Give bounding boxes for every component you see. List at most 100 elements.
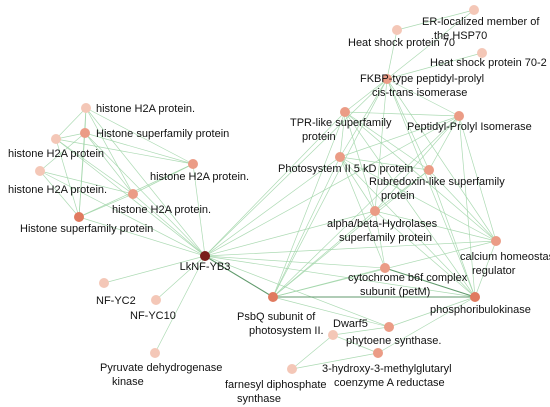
edge-h2a1-h2a3 bbox=[85, 107, 194, 165]
node-label-h2a2: histone H2A protein bbox=[8, 148, 104, 160]
node-hsf2 bbox=[74, 212, 84, 222]
node-label-line: cis-trans isomerase bbox=[372, 87, 467, 99]
node-label-line: histone H2A protein bbox=[8, 148, 104, 160]
edge-rub-prk bbox=[428, 169, 476, 298]
node-label-line: Histone superfamily protein bbox=[96, 128, 229, 140]
edge-hub-ppi bbox=[204, 115, 460, 257]
network-labels: LkNF-YB3 histone H2A protein. Histone supe… bbox=[8, 16, 550, 405]
node-label-h2a3: histone H2A protein. bbox=[150, 171, 249, 183]
node-chr bbox=[491, 236, 501, 246]
node-nfyc10 bbox=[151, 295, 161, 305]
node-label-hsf2: Histone superfamily protein bbox=[20, 223, 153, 235]
edge-abh-chr bbox=[374, 210, 497, 242]
edge-tpr-psbq bbox=[272, 111, 346, 298]
node-label-line: NF-YC10 bbox=[130, 310, 176, 322]
node-label-line: Heat shock protein 70 bbox=[348, 37, 455, 49]
node-label-hsf1: Histone superfamily protein bbox=[96, 128, 229, 140]
node-label-line: 3-hydroxy-3-methylglutaryl bbox=[322, 363, 452, 375]
edge-h2a2-h2a5 bbox=[55, 138, 134, 195]
node-label-fkbp: FKBP-type peptidyl-prolyl cis-trans isome… bbox=[360, 73, 484, 99]
edge-hub-cyt bbox=[204, 255, 386, 269]
node-label-line: ER-localized member of bbox=[422, 16, 540, 28]
edge-hub-psbq bbox=[204, 255, 274, 298]
node-label-line: FKBP-type peptidyl-prolyl bbox=[360, 73, 484, 85]
node-label-line: phosphoribulokinase bbox=[430, 304, 531, 316]
node-h2a1 bbox=[81, 103, 91, 113]
edge-hub-phy bbox=[204, 255, 390, 328]
edge-dwf-hmg bbox=[332, 334, 379, 354]
node-label-line: histone H2A protein. bbox=[8, 184, 107, 196]
edge-rub-psbq bbox=[272, 169, 430, 298]
edge-hub-pdk bbox=[154, 255, 206, 354]
edge-tpr-abh bbox=[344, 111, 376, 212]
edge-hsp702-fkbp bbox=[386, 52, 483, 80]
node-label-line: protein bbox=[302, 131, 336, 143]
edge-hub-h2a1 bbox=[85, 107, 206, 257]
edge-hub-h2a5 bbox=[132, 193, 206, 257]
edge-hub-h2a4 bbox=[39, 170, 206, 257]
node-label-line: farnesyl diphosphate bbox=[225, 379, 327, 391]
edge-h2a1-h2a5 bbox=[85, 107, 134, 195]
node-label-prk: phosphoribulokinase bbox=[430, 304, 531, 316]
edge-hub-nfyc10 bbox=[155, 255, 206, 301]
node-label-line: TPR-like superfamily bbox=[290, 117, 392, 129]
node-label-line: kinase bbox=[112, 376, 144, 388]
node-ppi bbox=[454, 111, 464, 121]
node-label-hsp70: Heat shock protein 70 bbox=[348, 37, 455, 49]
edge-hsf1-hsf2 bbox=[78, 132, 86, 218]
edge-cyt-prk bbox=[384, 267, 476, 298]
edge-ps2-prk bbox=[339, 156, 476, 298]
edge-fkbp-tpr bbox=[344, 78, 388, 113]
edge-fkbp-prk bbox=[386, 78, 476, 298]
edge-abh-cyt bbox=[374, 210, 386, 269]
node-h2a2 bbox=[51, 134, 61, 144]
node-er bbox=[469, 5, 479, 15]
node-ps2 bbox=[335, 152, 345, 162]
edge-hub-nfyc2 bbox=[103, 255, 206, 284]
node-label-hub: LkNF-YB3 bbox=[180, 261, 231, 273]
edge-hsf1-h2a3 bbox=[84, 132, 194, 165]
edge-ps2-cyt bbox=[339, 156, 386, 269]
edge-psbq-phy bbox=[272, 296, 390, 328]
node-hmg bbox=[373, 348, 383, 358]
edge-fkbp-rub bbox=[386, 78, 430, 171]
node-hsf1 bbox=[80, 128, 90, 138]
edge-rub-abh bbox=[374, 169, 430, 212]
edge-dwf-fps bbox=[291, 334, 334, 370]
edge-ps2-chr bbox=[339, 156, 497, 242]
edge-phy-dwf bbox=[332, 326, 390, 336]
edge-ppi-chr bbox=[458, 115, 497, 242]
edge-fkbp-ppi bbox=[386, 78, 460, 117]
edge-h2a4-h2a5 bbox=[39, 170, 134, 195]
edge-fkbp-abh bbox=[374, 78, 388, 212]
node-phy bbox=[384, 322, 394, 332]
edge-fkbp-ps2 bbox=[339, 78, 388, 158]
edge-tpr-ppi bbox=[344, 111, 460, 117]
network-nodes bbox=[35, 5, 501, 374]
edge-abh-prk bbox=[374, 210, 476, 298]
edge-rub-chr bbox=[428, 169, 497, 242]
edge-hsf1-h2a4 bbox=[39, 132, 86, 172]
edge-h2a5-hsf2 bbox=[78, 193, 134, 218]
node-label-line: protein bbox=[381, 190, 415, 202]
node-label-line: photosystem II. bbox=[249, 325, 324, 337]
node-label-hsp702: Heat shock protein 70-2 bbox=[430, 57, 547, 69]
node-hsp702 bbox=[477, 48, 487, 58]
node-label-line: subunit (petM) bbox=[360, 286, 430, 298]
node-label-h2a4: histone H2A protein. bbox=[8, 184, 107, 196]
edge-chr-prk bbox=[474, 240, 497, 298]
edge-hub-prk bbox=[204, 255, 476, 298]
node-label-line: histone H2A protein. bbox=[96, 103, 195, 115]
node-label-phy: phytoene synthase. bbox=[346, 335, 441, 347]
node-label-ps2: Photosystem II 5 kD protein bbox=[278, 163, 413, 175]
node-label-line: Peptidyl-Prolyl Isomerase bbox=[407, 121, 532, 133]
node-label-line: coenzyme A reductase bbox=[334, 377, 445, 389]
edge-er-hsp70 bbox=[396, 9, 475, 31]
node-label-h2a5: histone H2A protein. bbox=[112, 204, 211, 216]
edge-hsf1-h2a5 bbox=[84, 132, 134, 195]
